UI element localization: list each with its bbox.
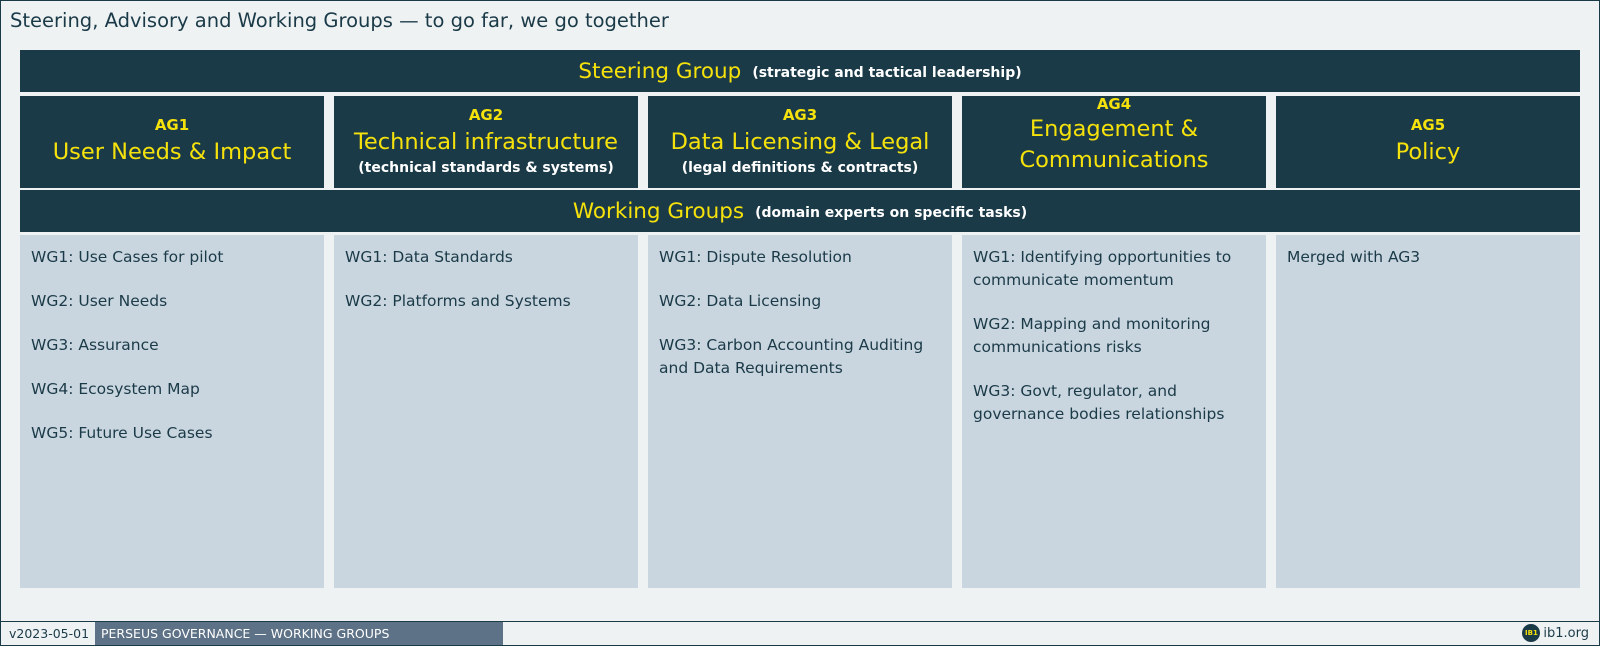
footer-bar: v2023-05-01 PERSEUS GOVERNANCE — WORKING… [1, 621, 1599, 645]
advisory-group-code: AG2 [468, 106, 504, 124]
working-groups-row: WG1: Use Cases for pilot WG2: User Needs… [20, 235, 1580, 588]
advisory-group-title: Data Licensing & Legal [670, 129, 930, 155]
version-label: v2023-05-01 [9, 626, 90, 641]
working-group-item: WG4: Ecosystem Map [31, 380, 200, 398]
working-group-column-ag4: WG1: Identifying opportunities to commun… [962, 235, 1266, 588]
brand-link[interactable]: ib1.org [1543, 625, 1589, 641]
advisory-group-ag4: AG4 Engagement & Communications [962, 94, 1266, 188]
working-group-item: WG2: Platforms and Systems [345, 292, 571, 310]
steering-group-band: Steering Group (strategic and tactical l… [20, 50, 1580, 92]
advisory-group-ag3: AG3 Data Licensing & Legal (legal defini… [648, 96, 952, 188]
document-title-tab: PERSEUS GOVERNANCE — WORKING GROUPS [95, 622, 503, 645]
working-group-item: WG2: User Needs [31, 292, 168, 310]
working-group-item: WG3: Carbon Accounting Auditing and Data… [659, 336, 924, 377]
advisory-group-ag1: AG1 User Needs & Impact [20, 96, 324, 188]
working-group-item: WG1: Use Cases for pilot [31, 248, 224, 266]
working-group-column-ag5: Merged with AG3 [1276, 235, 1580, 588]
working-group-item: WG1: Data Standards [345, 248, 513, 266]
steering-group-title: Steering Group [578, 58, 742, 84]
advisory-group-subtitle: (technical standards & systems) [358, 160, 614, 176]
ib1-logo-icon: IB1 [1522, 624, 1541, 642]
working-groups-subtitle: (domain experts on specific tasks) [755, 204, 1028, 221]
advisory-group-ag2: AG2 Technical infrastructure (technical … [334, 96, 638, 188]
working-group-column-ag2: WG1: Data Standards WG2: Platforms and S… [334, 235, 638, 588]
advisory-group-title: User Needs & Impact [52, 139, 292, 165]
page-title: Steering, Advisory and Working Groups — … [10, 9, 669, 32]
working-group-column-ag1: WG1: Use Cases for pilot WG2: User Needs… [20, 235, 324, 588]
working-group-item: WG3: Govt, regulator, and governance bod… [973, 382, 1225, 423]
advisory-group-code: AG5 [1410, 116, 1446, 134]
working-group-item: WG2: Data Licensing [659, 292, 822, 310]
working-groups-title: Working Groups [572, 198, 745, 224]
working-group-item: WG1: Dispute Resolution [659, 248, 852, 266]
working-group-item: Merged with AG3 [1287, 248, 1421, 266]
working-group-item: WG3: Assurance [31, 336, 159, 354]
advisory-group-title: Technical infrastructure [353, 129, 619, 155]
working-group-item: WG1: Identifying opportunities to commun… [973, 248, 1232, 289]
advisory-group-code: AG1 [154, 116, 190, 134]
advisory-group-title: Engagement & Communications [1019, 115, 1209, 173]
working-groups-band: Working Groups (domain experts on specif… [20, 190, 1580, 232]
advisory-group-code: AG4 [1096, 94, 1132, 113]
advisory-group-subtitle: (legal definitions & contracts) [681, 160, 919, 176]
working-group-item: WG2: Mapping and monitoring communicatio… [973, 315, 1211, 356]
working-group-column-ag3: WG1: Dispute Resolution WG2: Data Licens… [648, 235, 952, 588]
advisory-group-ag5: AG5 Policy [1276, 96, 1580, 188]
advisory-groups-row: AG1 User Needs & Impact AG2 Technical in… [20, 94, 1580, 188]
steering-group-subtitle: (strategic and tactical leadership) [752, 64, 1022, 81]
advisory-group-code: AG3 [782, 106, 818, 124]
working-group-item: WG5: Future Use Cases [31, 424, 213, 442]
brand[interactable]: IB1 ib1.org [1522, 624, 1589, 642]
advisory-group-title: Policy [1395, 139, 1461, 165]
